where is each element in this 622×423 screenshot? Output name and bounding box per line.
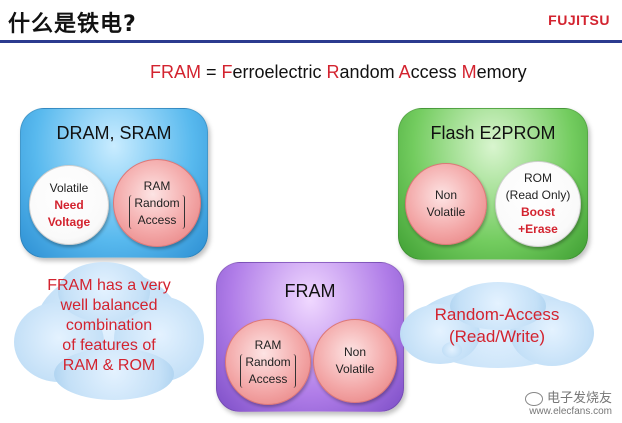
watermark-url: www.elecfans.com xyxy=(529,406,612,417)
flash-boost-label: Boost xyxy=(521,205,555,219)
wechat-icon xyxy=(524,391,543,406)
definition-word-r: andom xyxy=(339,62,399,82)
definition-initial-f: F xyxy=(221,62,233,82)
left-cloud-line-1: FRAM has a very xyxy=(47,277,171,294)
dram-sram-card: DRAM, SRAM Volatile Need Voltage RAM Ran… xyxy=(20,108,208,258)
flash-rom-label: ROM xyxy=(524,171,552,185)
dram-need-label: Need xyxy=(54,197,84,212)
right-cloud-line-2: (Read/Write) xyxy=(448,327,546,346)
dram-access-label: Access xyxy=(137,212,177,227)
definition-initial-a: A xyxy=(398,62,411,82)
left-cloud-line-4: of features of xyxy=(62,337,156,354)
fram-volatile-label: Volatile xyxy=(335,362,375,376)
fram-definition: FRAM = Ferroelectric Random Access Memor… xyxy=(150,62,527,83)
fram-ram-label: RAM xyxy=(254,337,282,352)
fram-card: FRAM RAM Random Access Non Volatile xyxy=(216,262,404,412)
left-cloud-line-5: RAM & ROM xyxy=(62,357,156,374)
dram-random-label: Random xyxy=(134,195,180,210)
fram-non-label: Non xyxy=(343,345,366,359)
right-cloud-text: Random-Access (Read/Write) xyxy=(400,304,594,348)
dram-ram-label: RAM xyxy=(143,178,171,193)
right-thought-cloud: Random-Access (Read/Write) xyxy=(400,282,594,376)
left-thought-cloud: FRAM has a very well balanced combinatio… xyxy=(14,262,204,402)
dram-voltage-label: Voltage xyxy=(47,214,91,229)
left-cloud-line-2: well balanced xyxy=(60,297,158,314)
left-cloud-text: FRAM has a very well balanced combinatio… xyxy=(18,276,200,376)
flash-read-only-label: (Read Only) xyxy=(505,188,571,202)
watermark-text: 电子发烧友 xyxy=(546,390,612,405)
watermark: 电子发烧友 www.elecfans.com xyxy=(524,387,612,417)
flash-rom-circle: ROM (Read Only) Boost +Erase xyxy=(495,161,581,247)
fram-card-title: FRAM xyxy=(284,281,336,301)
flash-erase-label: +Erase xyxy=(518,222,558,236)
header-divider xyxy=(0,40,622,43)
fujitsu-logo: FUJITSU xyxy=(548,12,610,28)
flash-card-title: Flash E2PROM xyxy=(430,123,556,143)
right-cloud-line-1: Random-Access xyxy=(434,305,560,324)
dram-card-title: DRAM, SRAM xyxy=(56,123,172,143)
definition-initial-r: R xyxy=(326,62,340,82)
flash-volatile-label: Volatile xyxy=(426,205,466,219)
flash-e2prom-card: Flash E2PROM Non Volatile ROM (Read Only… xyxy=(398,108,588,260)
definition-word-f: erroelectric xyxy=(232,62,327,82)
fram-access-label: Access xyxy=(248,371,288,386)
dram-ram-circle: RAM Random Access xyxy=(113,159,201,247)
definition-word-a: ccess xyxy=(410,62,462,82)
dram-volatile-circle: Volatile Need Voltage xyxy=(29,165,109,245)
fram-ram-circle: RAM Random Access xyxy=(225,319,311,405)
page-title: 什么是铁电? xyxy=(8,12,137,37)
dram-random-access-bracket: Random Access xyxy=(129,194,185,229)
flash-nonvolatile-circle: Non Volatile xyxy=(405,163,487,245)
definition-initial-m: M xyxy=(461,62,477,82)
fram-random-label: Random xyxy=(245,354,291,369)
dram-volatile-label: Volatile xyxy=(49,180,89,195)
definition-word-m: emory xyxy=(476,62,527,82)
left-cloud-line-3: combination xyxy=(65,317,153,334)
fram-random-access-bracket: Random Access xyxy=(240,353,296,388)
definition-equals: = xyxy=(201,62,222,82)
flash-non-label: Non xyxy=(434,188,457,202)
definition-acronym: FRAM xyxy=(150,62,201,82)
fram-nonvolatile-circle: Non Volatile xyxy=(313,319,397,403)
